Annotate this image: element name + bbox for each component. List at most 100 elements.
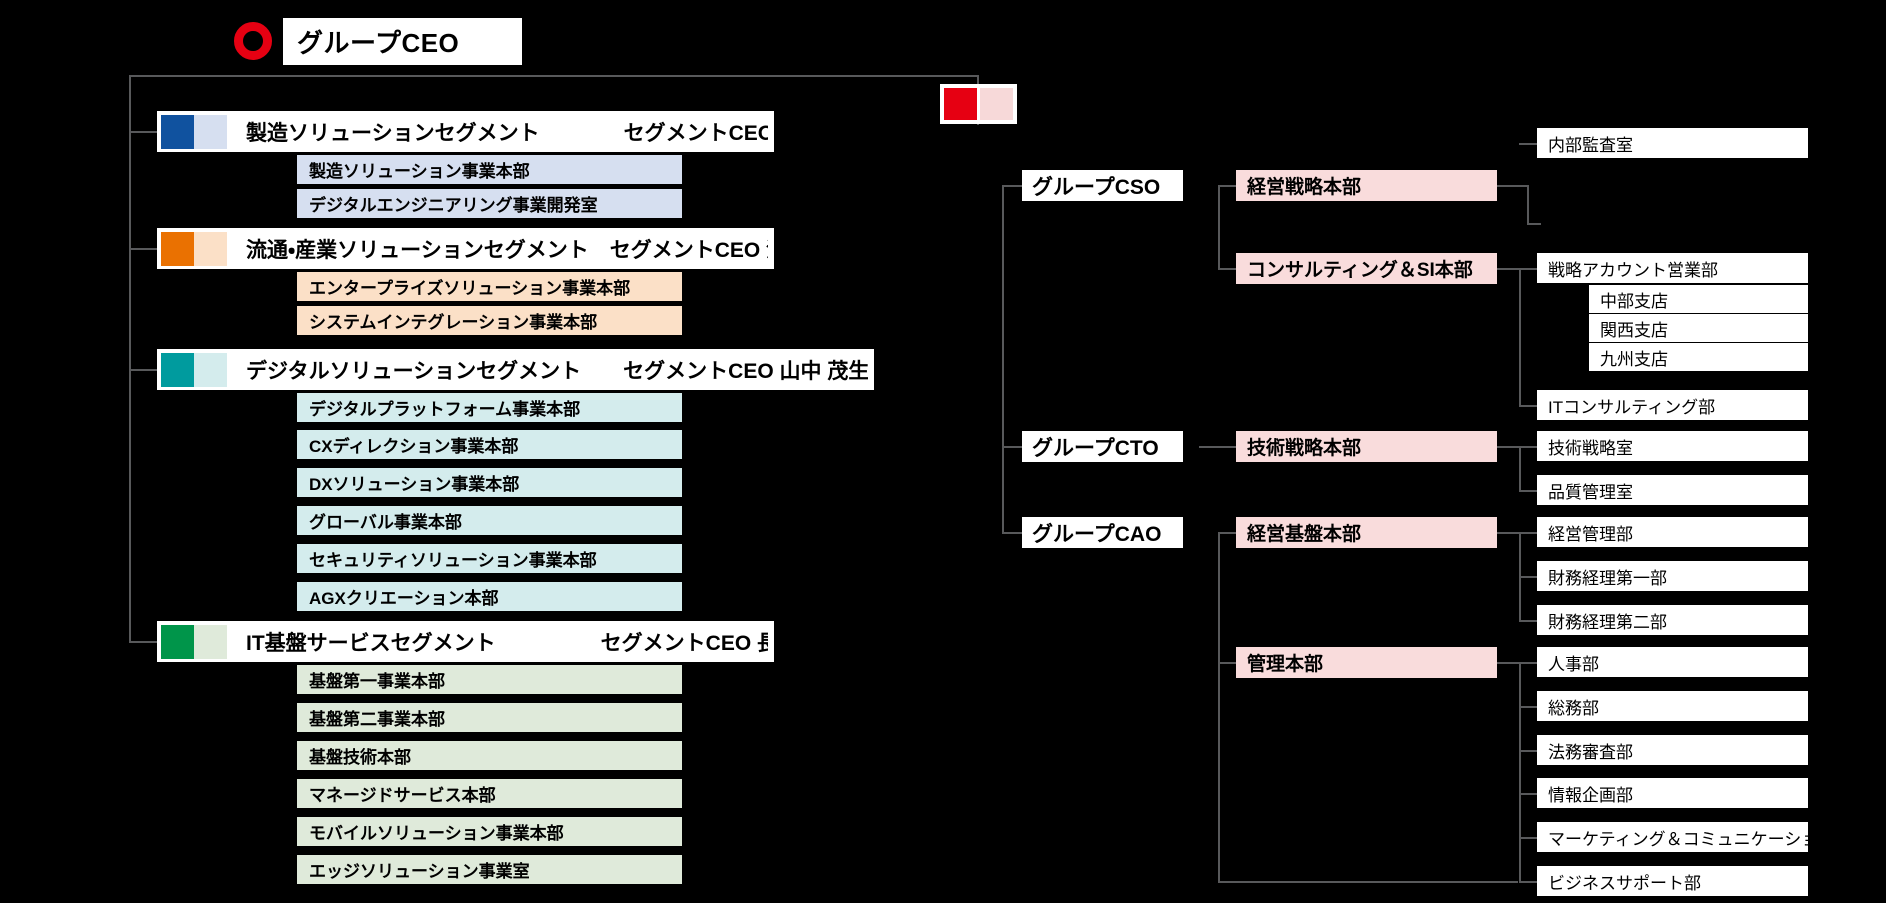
division-box-management-foundation[interactable]: 経営基盤本部 (1236, 517, 1497, 548)
connector-dept-6 (1519, 446, 1537, 448)
unit-label: エンタープライズソリューション事業本部 (309, 279, 631, 298)
unit-label: AGXクリエーション本部 (309, 589, 499, 608)
unit-box[interactable]: エッジソリューション事業室 (297, 855, 682, 884)
division-box-consulting-si[interactable]: コンサルティング＆SI本部 (1236, 253, 1497, 284)
connector-dept-0 (1519, 143, 1537, 145)
connector-segment-1 (129, 248, 157, 250)
unit-label: 基盤技術本部 (309, 748, 411, 767)
dept-box-finance-accounting-2[interactable]: 財務経理第二部 (1537, 605, 1808, 635)
unit-box[interactable]: デジタルプラットフォーム事業本部 (297, 393, 682, 422)
unit-label: 製造ソリューション事業本部 (309, 162, 530, 181)
dept-label: 技術戦略室 (1548, 438, 1633, 458)
division-label: 技術戦略本部 (1247, 438, 1362, 459)
dept-label: 内部監査室 (1548, 135, 1633, 155)
branch-label: 九州支店 (1600, 349, 1668, 369)
red-ring-icon (234, 22, 272, 60)
connector-dept-12 (1519, 706, 1537, 708)
connector-foundation-right (1497, 532, 1519, 534)
strategy-right-spine (1527, 185, 1529, 223)
connector-division-1 (1218, 268, 1236, 270)
officer-box-group-cso[interactable]: グループCSO (1022, 170, 1183, 201)
unit-label: マネージドサービス本部 (309, 786, 496, 805)
dept-box-business-support[interactable]: ビジネスサポート部 (1537, 866, 1808, 896)
segment-header-distribution[interactable]: 流通・産業ソリューションセグメント セグメントCEO 池田 (157, 228, 774, 269)
dept-label: 経営管理部 (1548, 524, 1633, 544)
connector-dept-15 (1519, 837, 1537, 839)
dept-label: ビジネスサポート部 (1548, 873, 1701, 893)
segment-header-manufacturing[interactable]: 製造ソリューションセグメント セグメントCEO 佐藤 (157, 111, 774, 152)
division-box-technology-strategy[interactable]: 技術戦略本部 (1236, 431, 1497, 462)
unit-box[interactable]: DXソリューション事業本部 (297, 468, 682, 497)
dept-box-quality-management-office[interactable]: 品質管理室 (1537, 475, 1808, 505)
unit-box[interactable]: グローバル事業本部 (297, 506, 682, 535)
dept-box-technology-strategy-office[interactable]: 技術戦略室 (1537, 431, 1808, 461)
officer-box-group-cao[interactable]: グループCAO (1022, 517, 1183, 548)
connector-dept-1 (1519, 268, 1537, 270)
connector-dept-11 (1519, 662, 1537, 664)
dept-box-strategic-account-sales[interactable]: 戦略アカウント営業部 (1537, 253, 1808, 283)
connector-dept-13 (1519, 750, 1537, 752)
legend-swatch-pink (980, 88, 1013, 120)
root-horizontal-trunk (129, 75, 978, 77)
connector-division-2 (1199, 446, 1236, 448)
branch-box-kyushu[interactable]: 九州支店 (1589, 343, 1808, 371)
dept-label: ITコンサルティング部 (1548, 397, 1716, 417)
unit-label: 基盤第一事業本部 (309, 672, 445, 691)
unit-box[interactable]: モバイルソリューション事業本部 (297, 817, 682, 846)
connector-dept-7 (1519, 490, 1537, 492)
dept-label: 総務部 (1548, 698, 1599, 718)
connector-strategy-right (1497, 185, 1527, 187)
connector-segment-2 (129, 369, 157, 371)
root-node-group-ceo[interactable]: グループCEO (283, 18, 522, 65)
connector-admin-right (1497, 662, 1519, 664)
dept-box-legal-audit[interactable]: 法務審査部 (1537, 735, 1808, 765)
connector-division-4 (1218, 662, 1236, 664)
dept-box-management-administration[interactable]: 経営管理部 (1537, 517, 1808, 547)
dept-box-internal-audit[interactable]: 内部監査室 (1537, 128, 1808, 158)
dept-box-marketing-communication[interactable]: マーケティング＆コミュニケーション部 (1537, 822, 1808, 852)
division-label: 経営戦略本部 (1247, 177, 1362, 198)
unit-label: システムインテグレーション事業本部 (309, 313, 598, 332)
officer-box-group-cto[interactable]: グループCTO (1022, 431, 1183, 462)
unit-box[interactable]: 基盤技術本部 (297, 741, 682, 770)
segment-color-chip (161, 231, 227, 266)
branch-box-kansai[interactable]: 関西支店 (1589, 314, 1808, 342)
branch-box-chubu[interactable]: 中部支店 (1589, 285, 1808, 313)
unit-box[interactable]: 基盤第二事業本部 (297, 703, 682, 732)
legend-swatch-red (944, 88, 977, 120)
connector-officer-cto (1002, 446, 1022, 448)
legend-swatch (940, 84, 1017, 124)
unit-box[interactable]: CXディレクション事業本部 (297, 430, 682, 459)
dept-box-finance-accounting-1[interactable]: 財務経理第一部 (1537, 561, 1808, 591)
unit-box[interactable]: システムインテグレーション事業本部 (297, 306, 682, 335)
segment-header-it-infrastructure[interactable]: IT基盤サービスセグメント セグメントCEO 長尾 (157, 621, 774, 662)
connector-dept-5 (1519, 405, 1537, 407)
unit-label: セキュリティソリューション事業本部 (309, 551, 597, 570)
division-box-administration[interactable]: 管理本部 (1236, 647, 1497, 678)
dept-box-it-consulting[interactable]: ITコンサルティング部 (1537, 390, 1808, 420)
unit-box[interactable]: セキュリティソリューション事業本部 (297, 544, 682, 573)
unit-box[interactable]: デジタルエンジニアリング事業開発室 (297, 189, 682, 218)
division-label: 経営基盤本部 (1247, 524, 1362, 545)
unit-box[interactable]: AGXクリエーション本部 (297, 582, 682, 611)
segment-header-digital[interactable]: デジタルソリューションセグメント セグメントCEO 山中 茂生 (157, 349, 874, 390)
consulting-right-spine (1519, 268, 1521, 405)
unit-label: エッジソリューション事業室 (309, 862, 530, 881)
division-box-management-strategy[interactable]: 経営戦略本部 (1236, 170, 1497, 201)
officer-label: グループCAO (1032, 522, 1162, 546)
dept-box-general-affairs[interactable]: 総務部 (1537, 691, 1808, 721)
unit-box[interactable]: マネージドサービス本部 (297, 779, 682, 808)
dept-label: 財務経理第二部 (1548, 612, 1667, 632)
officer-label: グループCTO (1032, 436, 1159, 460)
unit-box[interactable]: 製造ソリューション事業本部 (297, 155, 682, 184)
dept-box-human-resources[interactable]: 人事部 (1537, 647, 1808, 677)
admin-right-spine (1519, 662, 1521, 881)
dept-label: 戦略アカウント営業部 (1548, 260, 1718, 280)
unit-box[interactable]: エンタープライズソリューション事業本部 (297, 272, 682, 301)
connector-officer-cao (1002, 532, 1022, 534)
cao-division-spine (1218, 532, 1220, 881)
unit-label: デジタルプラットフォーム事業本部 (309, 400, 581, 419)
dept-box-information-planning[interactable]: 情報企画部 (1537, 778, 1808, 808)
unit-box[interactable]: 基盤第一事業本部 (297, 665, 682, 694)
